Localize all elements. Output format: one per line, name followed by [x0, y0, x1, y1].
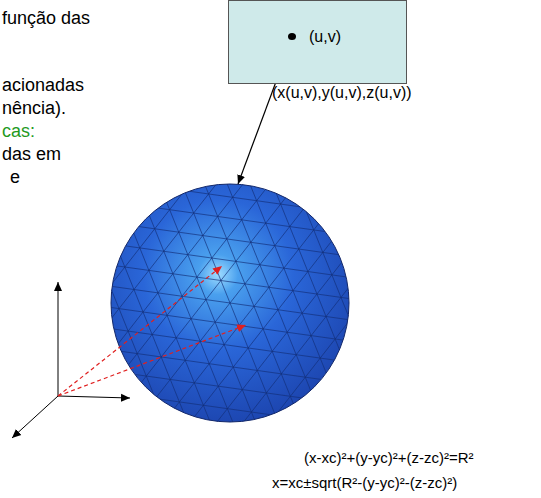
mesh-line [314, 118, 419, 378]
solved-equation: x=xc±sqrt(R²-(y-yc)²-(z-zc)²) [272, 472, 457, 494]
mesh-line [80, 213, 185, 473]
slide-text: função das [2, 7, 90, 29]
mapping-label: (x(u,v),y(u,v),z(u,v)) [272, 82, 412, 104]
mesh-line [100, 221, 377, 260]
mesh-line [210, 244, 382, 465]
mesh-line [74, 408, 351, 447]
sphere-outline [111, 184, 349, 422]
position-vector [58, 325, 246, 396]
mesh-line [88, 304, 365, 343]
sphere-equation: (x-xc)²+(y-yc)²+(z-zc)²=R² [304, 447, 474, 469]
mesh-line [193, 231, 365, 452]
mesh-line [197, 165, 302, 425]
mesh-line [119, 197, 224, 457]
mesh-line [144, 193, 316, 414]
mesh-line [111, 167, 283, 388]
mesh-line [227, 257, 399, 478]
axis-y [58, 396, 130, 398]
mesh-line [160, 206, 332, 427]
parameter-rectangle: (u,v) [228, 0, 407, 84]
mesh-line [275, 134, 380, 394]
mesh-line [158, 181, 263, 441]
slide-text: nência). [2, 97, 66, 119]
slide-text: acionadas [2, 74, 84, 96]
mesh-line [112, 138, 389, 177]
mesh-line [127, 180, 299, 401]
parameter-dot [288, 33, 296, 40]
mesh-line [45, 115, 217, 336]
mesh-line [236, 150, 341, 410]
axis-x [12, 396, 58, 438]
slide-text: e [10, 166, 20, 188]
slide-text: das em [2, 143, 61, 165]
mesh-line [94, 154, 266, 375]
mesh-line [294, 126, 399, 386]
mesh-line [61, 128, 233, 349]
position-vector [58, 266, 222, 396]
mesh-line [177, 219, 349, 440]
sphere [111, 184, 349, 422]
mesh-line [41, 228, 146, 488]
node-label: (u,v) [309, 28, 341, 46]
mesh-lines [28, 102, 432, 498]
axis-z [58, 282, 59, 396]
mesh-line [94, 263, 371, 302]
mesh-line [83, 346, 360, 385]
mesh-line [28, 102, 200, 323]
mesh-line [78, 141, 250, 362]
mesh-line [109, 159, 386, 198]
mesh-line [61, 220, 166, 480]
slide-text: cas: [2, 120, 35, 142]
